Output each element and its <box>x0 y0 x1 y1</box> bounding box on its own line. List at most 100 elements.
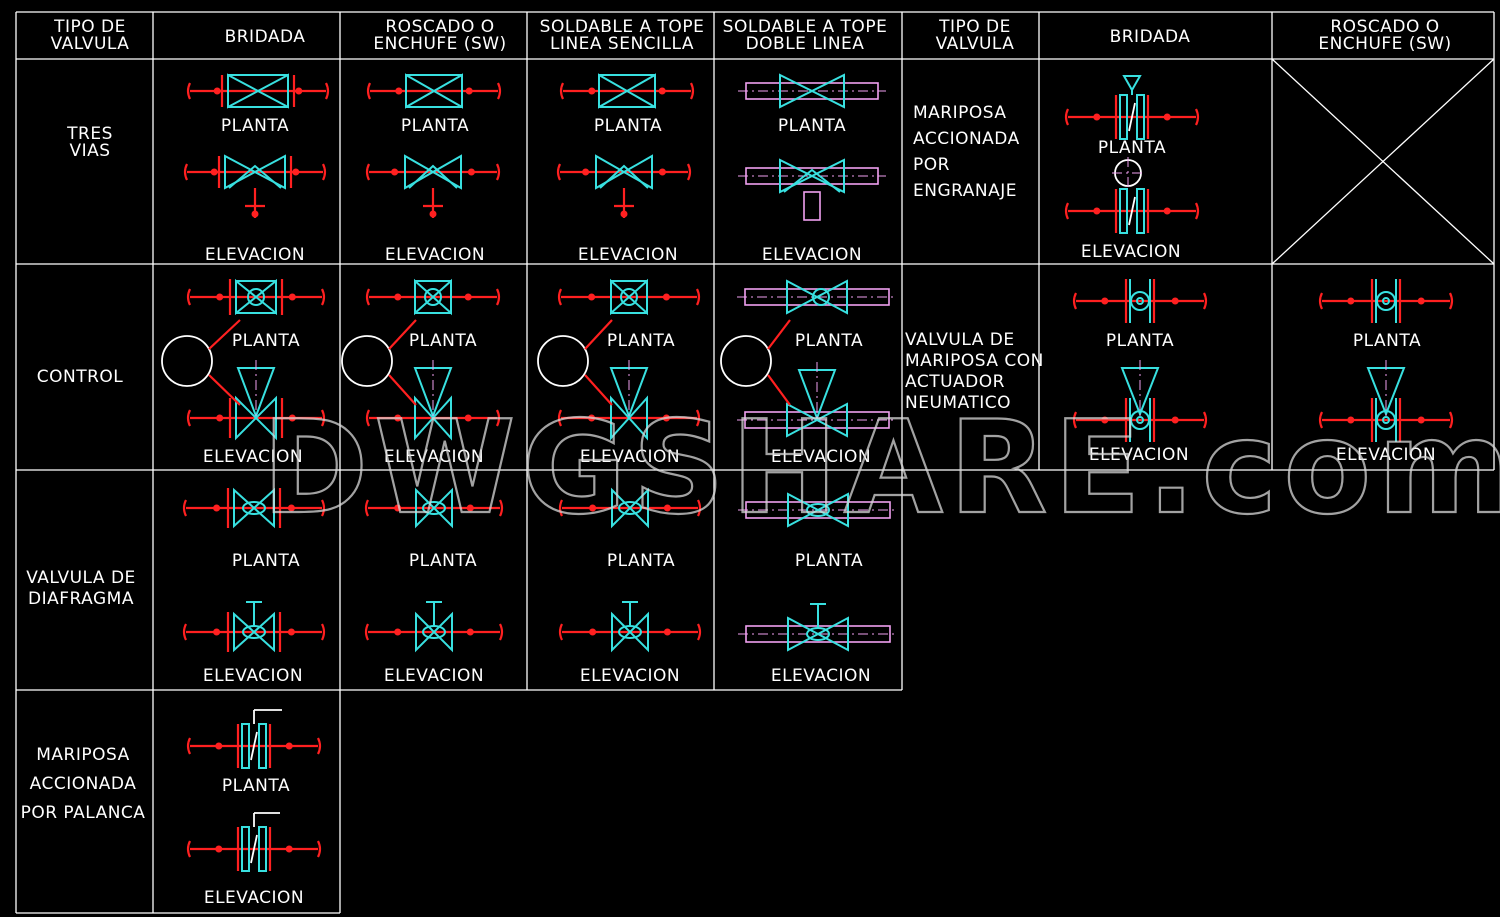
signal-line <box>584 319 613 350</box>
row_labels.neumatico-line: MARIPOSA CON <box>905 351 1044 371</box>
pipe-joint-dot <box>295 87 303 95</box>
pipe-end-cap <box>496 288 501 306</box>
pipe-end-cap <box>321 288 326 306</box>
pipe-end-cap <box>364 499 369 517</box>
disc-hub <box>1382 297 1390 305</box>
watermark-text: DWGSHARE.com <box>262 394 1500 543</box>
control-disc <box>247 288 265 306</box>
pipe-end-cap <box>557 288 562 306</box>
pipe-joint-dot <box>210 168 218 176</box>
pipe-joint-dot <box>588 293 596 301</box>
pipe-end-cap <box>186 82 191 100</box>
three-way-triangle <box>599 164 649 189</box>
pipe-end-cap <box>364 623 369 641</box>
row_labels.palanca-line: ACCIONADA <box>30 774 137 794</box>
planta-label: PLANTA <box>409 551 477 571</box>
pipe-joint-dot <box>1101 297 1109 305</box>
controller-bubble <box>537 335 589 387</box>
planta-label: PLANTA <box>1106 331 1174 351</box>
controller-bubble <box>341 335 393 387</box>
pipe-end-cap <box>499 499 504 517</box>
pipe-end-cap <box>186 288 191 306</box>
pipe-joint-dot <box>1347 416 1355 424</box>
planta-label: PLANTA <box>232 551 300 571</box>
butterfly-plate <box>258 723 267 769</box>
planta-label: PLANTA <box>1098 138 1166 158</box>
planta-label: PLANTA <box>594 116 662 136</box>
signal-line <box>208 319 241 350</box>
three-way-triangle <box>228 164 282 189</box>
pipe-end-cap <box>1064 108 1069 126</box>
disc-ellipse <box>806 503 830 517</box>
row_labels.engranaje-line: ENGRANAJE <box>913 181 1017 201</box>
control-disc <box>424 288 442 306</box>
pipe-end-cap <box>182 623 187 641</box>
pipe-joint-dot <box>285 845 293 853</box>
pipe-end-cap <box>321 409 326 427</box>
pipe-joint-dot <box>467 168 475 176</box>
pipe-joint-dot <box>216 414 224 422</box>
pipe-end-cap <box>365 409 370 427</box>
disc-hub <box>1136 297 1144 305</box>
headers.bridada_left-line: BRIDADA <box>225 27 306 47</box>
elevacion-label: ELEVACION <box>771 666 871 686</box>
row_labels.diafragma-line: VALVULA DE <box>26 568 136 588</box>
valve-bowtie <box>595 154 653 190</box>
pipe-end-cap <box>1072 411 1077 429</box>
pipe-end-cap <box>497 82 502 100</box>
row_labels.engranaje-line: MARIPOSA <box>913 103 1007 123</box>
elevacion-label: ELEVACION <box>203 447 303 467</box>
elevacion-label: ELEVACION <box>762 245 862 265</box>
pipe-end-cap <box>557 409 562 427</box>
elevacion-label: ELEVACION <box>580 666 680 686</box>
pipe-joint-dot <box>394 504 402 512</box>
planta-label: PLANTA <box>778 116 846 136</box>
signal-line <box>388 319 417 350</box>
headers.tipo_right-line: TIPO DE <box>938 17 1011 37</box>
pipe-end-cap <box>690 82 695 100</box>
grid-line <box>1271 58 1495 265</box>
butterfly-plate <box>1119 188 1128 234</box>
pipe-joint-dot <box>662 414 670 422</box>
row_labels.engranaje-line: ACCIONADA <box>913 129 1020 149</box>
valve-bowtie <box>786 402 848 438</box>
pipe-joint-dot <box>1171 297 1179 305</box>
pipe-joint-dot <box>589 504 597 512</box>
pipe-end-cap <box>558 623 563 641</box>
pipe-joint-dot <box>464 414 472 422</box>
pipe-end-cap <box>697 499 702 517</box>
pipe-joint-dot <box>588 414 596 422</box>
pipe-joint-dot <box>213 504 221 512</box>
pipe-end-cap <box>1195 108 1200 126</box>
signal-line <box>388 374 417 406</box>
pipe-end-cap <box>186 737 191 755</box>
valve-bowtie <box>233 611 275 653</box>
pipe-joint-dot <box>663 504 671 512</box>
pipe-end-cap <box>559 82 564 100</box>
pipe-joint-dot <box>620 210 628 218</box>
valve-bowtie <box>414 395 452 441</box>
disc-circle <box>1130 291 1150 311</box>
row_labels.tres_vias-line: VIAS <box>69 141 110 161</box>
pipe-end-cap <box>1072 292 1077 310</box>
pipe-joint-dot <box>1171 416 1179 424</box>
pipe-end-cap <box>696 409 701 427</box>
pipe-joint-dot <box>215 742 223 750</box>
planta-label: PLANTA <box>795 551 863 571</box>
pipe-end-cap <box>365 163 370 181</box>
planta-label: PLANTA <box>607 551 675 571</box>
headers.roscado_right-line: ENCHUFE (SW) <box>1318 34 1451 54</box>
elevacion-label: ELEVACION <box>1336 445 1436 465</box>
planta-label: PLANTA <box>222 776 290 796</box>
pipe-end-cap <box>496 163 501 181</box>
elevacion-label: ELEVACION <box>578 245 678 265</box>
table-grid <box>15 11 1495 914</box>
planta-label: PLANTA <box>795 331 863 351</box>
pipe-end-cap <box>499 623 504 641</box>
elevacion-label: ELEVACION <box>580 447 680 467</box>
valve-bowtie <box>779 158 845 194</box>
pipe-end-cap <box>496 409 501 427</box>
pipe-end-cap <box>317 737 322 755</box>
headers.roscado_left-line: ENCHUFE (SW) <box>373 34 506 54</box>
valve-bowtie <box>779 73 845 109</box>
